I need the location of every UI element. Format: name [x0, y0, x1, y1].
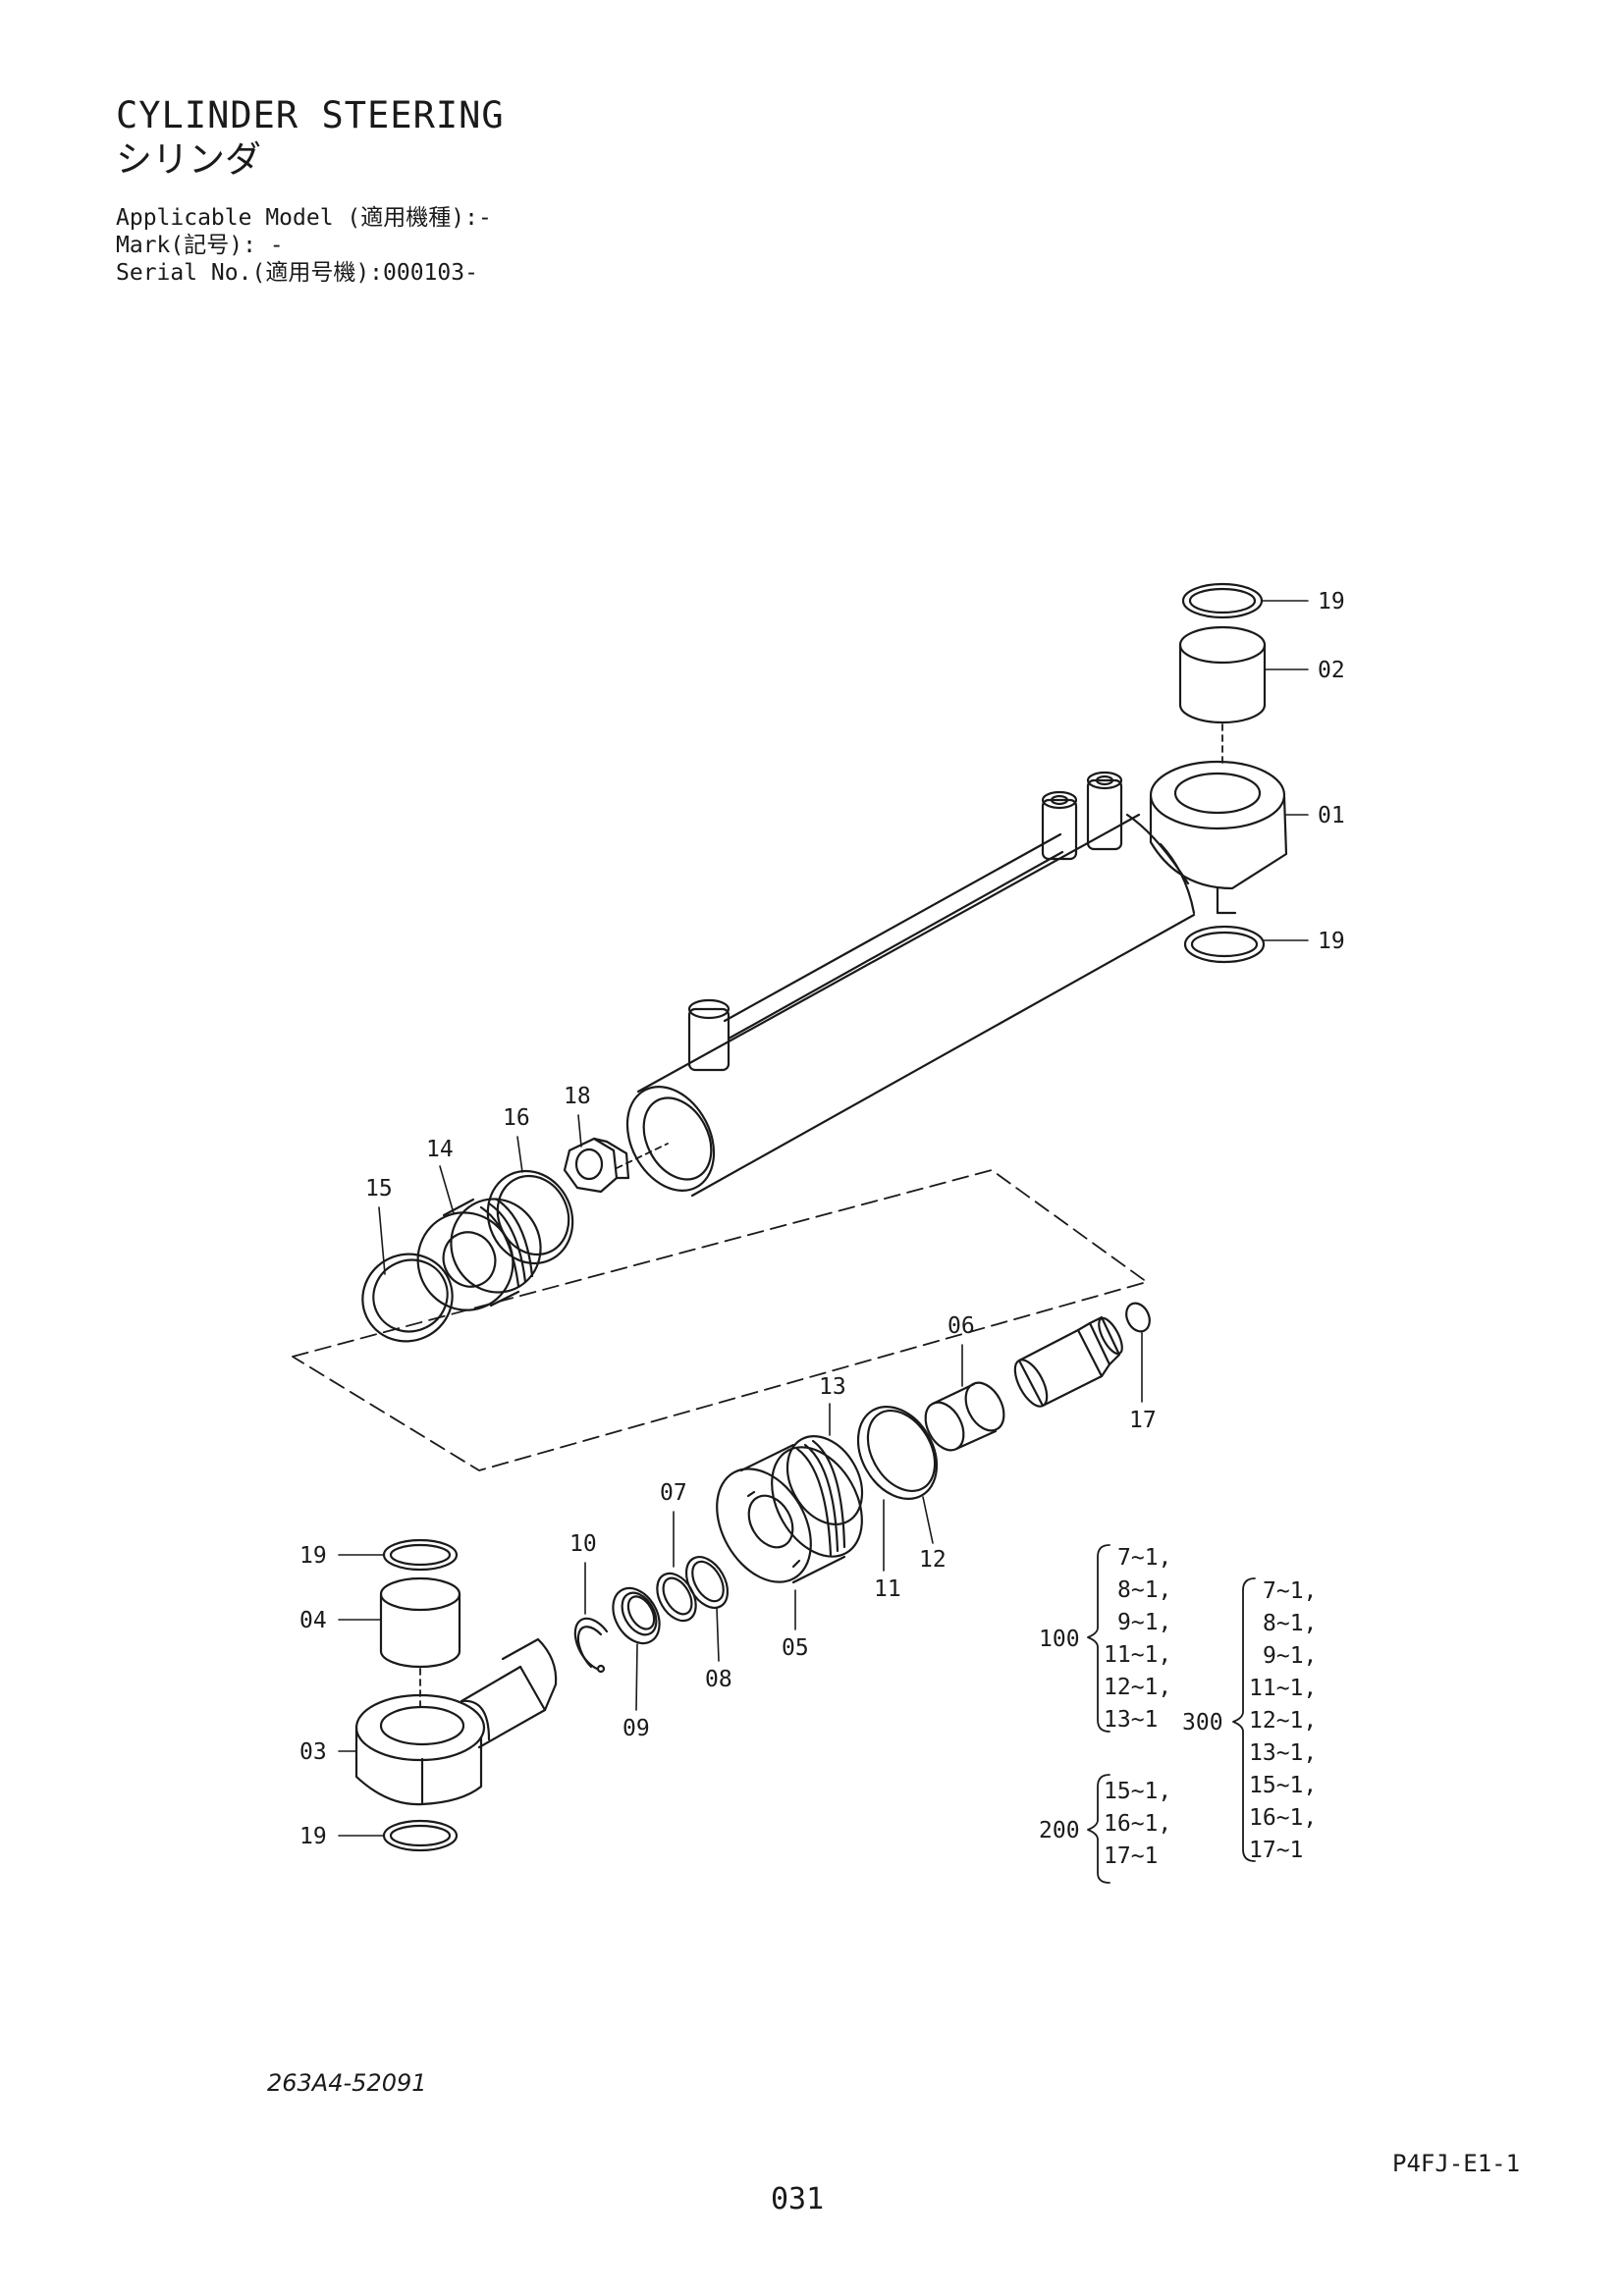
- callout-19-rod-top: 19: [299, 1543, 327, 1569]
- part-16-ring: [486, 1169, 574, 1265]
- part-19-eye-ring: [1183, 925, 1266, 964]
- kit-100-item: 12~1,: [1104, 1675, 1171, 1700]
- kit-200-item: 16~1,: [1104, 1811, 1171, 1837]
- callout-19-top: 19: [1318, 589, 1345, 614]
- kit-100-item: 7~1,: [1117, 1545, 1171, 1571]
- part-02-bushing: [1178, 625, 1267, 724]
- kit-100-label: 100: [1039, 1627, 1080, 1652]
- callout-13: 13: [819, 1374, 846, 1400]
- kit-300-item: 17~1: [1249, 1838, 1303, 1863]
- page-number: 031: [771, 2182, 825, 2216]
- callout-16: 16: [503, 1105, 530, 1131]
- part-06-bushing: [924, 1381, 1005, 1452]
- kit-200-label: 200: [1039, 1818, 1080, 1843]
- callout-17: 17: [1129, 1408, 1157, 1433]
- part-15-ring: [361, 1253, 454, 1343]
- callout-04: 04: [299, 1608, 327, 1633]
- part-18-nut: [563, 1137, 630, 1194]
- callout-11: 11: [874, 1576, 901, 1602]
- meta-block: Applicable Model (適用機種):-Mark(記号): -Seri…: [116, 204, 505, 287]
- kit-300-label: 300: [1182, 1710, 1223, 1735]
- part-19-top-ring: [1181, 582, 1264, 619]
- part-01-cylinder-tube: [625, 760, 1288, 1198]
- callout-10: 10: [569, 1531, 597, 1557]
- kit-100-item: 13~1: [1104, 1707, 1158, 1733]
- part-09-seal: [612, 1586, 661, 1645]
- kit-300-item: 8~1,: [1263, 1611, 1317, 1636]
- callout-19-eye: 19: [1318, 929, 1345, 954]
- callout-12: 12: [919, 1547, 947, 1573]
- kit-100-item: 8~1,: [1117, 1577, 1171, 1603]
- callout-06: 06: [947, 1313, 975, 1339]
- part-03-rod-end: [354, 1637, 558, 1806]
- kit-100-item: 11~1,: [1104, 1642, 1171, 1668]
- kit-100-item: 9~1,: [1117, 1610, 1171, 1635]
- part-05-piston: [716, 1439, 863, 1584]
- part-07-ring: [656, 1572, 697, 1623]
- kit-braces: [1087, 1544, 1256, 1884]
- callout-02: 02: [1318, 658, 1345, 683]
- callout-19-rod-bottom: 19: [299, 1824, 327, 1849]
- callout-01: 01: [1318, 803, 1345, 828]
- callout-08: 08: [705, 1667, 732, 1692]
- page-code: P4FJ-E1-1: [1392, 2150, 1521, 2177]
- applicable-model: Applicable Model (適用機種):-: [116, 205, 492, 231]
- kit-200-item: 17~1: [1104, 1843, 1158, 1869]
- kit-300-item: 7~1,: [1263, 1578, 1317, 1604]
- callout-14: 14: [426, 1137, 454, 1162]
- kit-300-item: 15~1,: [1249, 1773, 1317, 1798]
- kit-300-item: 11~1,: [1249, 1676, 1317, 1701]
- kit-300-item: 9~1,: [1263, 1643, 1317, 1669]
- part-10-snap-ring: [573, 1617, 609, 1674]
- kit-300-item: 13~1,: [1249, 1740, 1317, 1766]
- kit-200-item: 15~1,: [1104, 1779, 1171, 1804]
- title-en: CYLINDER STEERING: [116, 94, 505, 136]
- leader-lines: [338, 600, 1309, 1837]
- part-17-oring: [1125, 1302, 1151, 1333]
- plunger: [1013, 1315, 1123, 1408]
- header: CYLINDER STEERING シリンダ Applicable Model …: [116, 94, 505, 287]
- title-jp: シリンダ: [116, 138, 261, 181]
- part-04-bushing: [379, 1576, 461, 1669]
- callout-05: 05: [782, 1635, 809, 1661]
- drawing-number: 263A4-52091: [267, 2069, 427, 2097]
- callout-07: 07: [660, 1480, 687, 1506]
- kit-300-item: 12~1,: [1249, 1708, 1317, 1734]
- kit-300-item: 16~1,: [1249, 1805, 1317, 1831]
- callout-09: 09: [623, 1716, 650, 1741]
- part-12-ring: [856, 1406, 939, 1500]
- callout-15: 15: [365, 1176, 393, 1201]
- part-19-rod-bottom-ring: [382, 1819, 459, 1852]
- mark: Mark(記号): -: [116, 233, 284, 258]
- callout-18: 18: [564, 1084, 591, 1109]
- callout-03: 03: [299, 1739, 327, 1765]
- serial-no: Serial No.(適用号機):000103-: [116, 260, 478, 286]
- part-19-rod-top-ring: [382, 1538, 459, 1572]
